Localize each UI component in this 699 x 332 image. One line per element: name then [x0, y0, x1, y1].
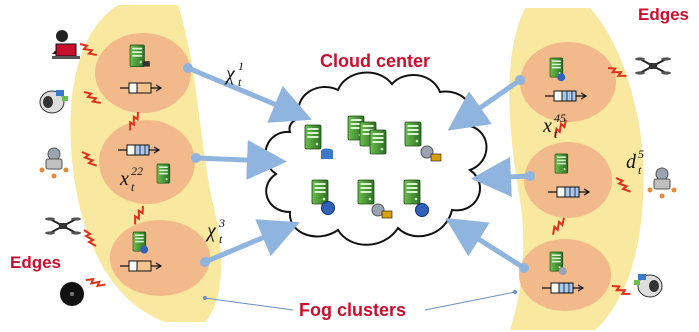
database-server-icon	[304, 124, 333, 159]
smart-speaker-icon	[60, 282, 84, 306]
fog-node-left-3	[110, 220, 210, 296]
camera-icon	[647, 167, 677, 199]
server-icon	[554, 153, 569, 174]
fog-node-left-2	[99, 120, 195, 204]
server-icon	[129, 44, 150, 68]
fog-clusters-pointer	[203, 290, 517, 311]
svg-text:χ: χ	[205, 220, 217, 242]
d-5-label: d t 5	[626, 147, 644, 177]
fog-node-right-1	[520, 42, 616, 122]
svg-text:t: t	[238, 75, 242, 89]
cloud-servers	[304, 115, 442, 219]
x-22-label: x t 22	[119, 164, 143, 194]
web-server-icon	[549, 57, 566, 82]
user-laptop-icon	[52, 30, 80, 59]
svg-text:x: x	[542, 115, 552, 137]
edges-label-left: Edges	[10, 253, 61, 272]
fog-clusters-label: Fog clusters	[299, 300, 406, 320]
svg-text:3: 3	[218, 216, 225, 230]
svg-text:t: t	[131, 180, 135, 194]
robot-icon	[39, 90, 68, 114]
svg-text:5: 5	[638, 147, 644, 161]
web-server-icon	[311, 179, 335, 215]
cloud-center-label: Cloud center	[320, 51, 430, 71]
svg-text:t: t	[638, 163, 642, 177]
web-server-icon	[132, 231, 149, 254]
svg-text:t: t	[219, 232, 223, 246]
chi-1-label: χ t 1	[224, 59, 244, 89]
server-icon	[156, 163, 171, 184]
fog-node-right-3	[519, 239, 611, 311]
svg-text:x: x	[119, 168, 129, 190]
svg-text:d: d	[626, 151, 637, 173]
fog-node-left-1	[95, 33, 191, 113]
svg-text:22: 22	[131, 164, 143, 178]
gear-server-icon	[549, 251, 567, 276]
svg-text:t: t	[554, 127, 558, 141]
edges-label-top-right: Edges	[638, 5, 689, 24]
camera-icon	[39, 147, 69, 179]
chi-3-label: χ t 3	[205, 216, 225, 246]
drone-icon	[634, 56, 672, 76]
x-45-label: x t 45	[542, 111, 566, 141]
robot-icon	[634, 274, 663, 298]
web-server-icon	[403, 179, 429, 217]
svg-text:1: 1	[238, 59, 244, 73]
svg-text:χ: χ	[224, 63, 236, 85]
drone-icon	[44, 216, 82, 236]
upload-arrows	[187, 65, 531, 271]
svg-text:45: 45	[554, 111, 566, 125]
fog-node-right-2	[524, 142, 612, 218]
gear-server-icon	[357, 179, 393, 219]
cloud-center-shape	[264, 71, 488, 246]
gear-server-icon	[404, 121, 442, 162]
